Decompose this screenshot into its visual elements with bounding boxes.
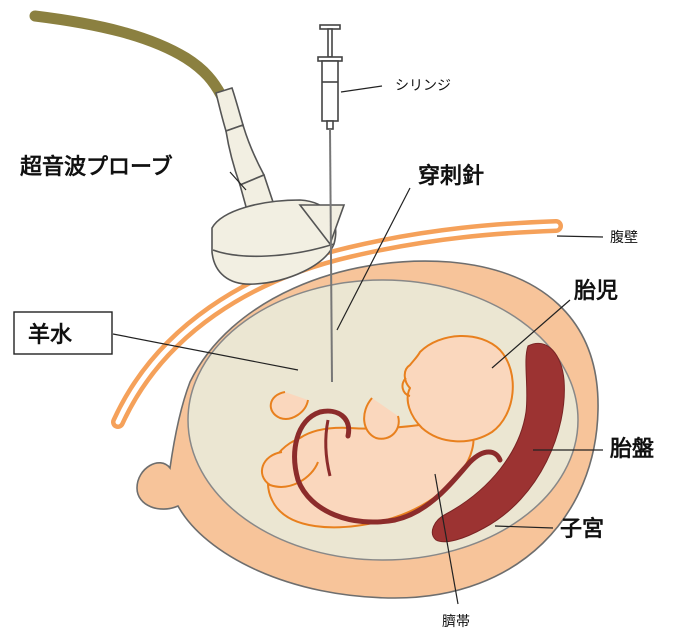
probe-label: 超音波プローブ	[20, 154, 173, 180]
placenta-label: 胎盤	[610, 436, 655, 462]
umbilical-cord-label: 臍帯	[442, 614, 470, 630]
needle-label: 穿刺針	[418, 163, 484, 189]
syringe-label: シリンジ	[395, 78, 451, 94]
syringe	[318, 25, 342, 129]
amniotic-fluid-label: 羊水	[28, 322, 73, 348]
uterus-label: 子宮	[560, 516, 604, 542]
probe-cable	[35, 16, 221, 95]
fetus-label: 胎児	[574, 278, 618, 304]
abdominal-wall-label: 腹壁	[610, 229, 638, 246]
